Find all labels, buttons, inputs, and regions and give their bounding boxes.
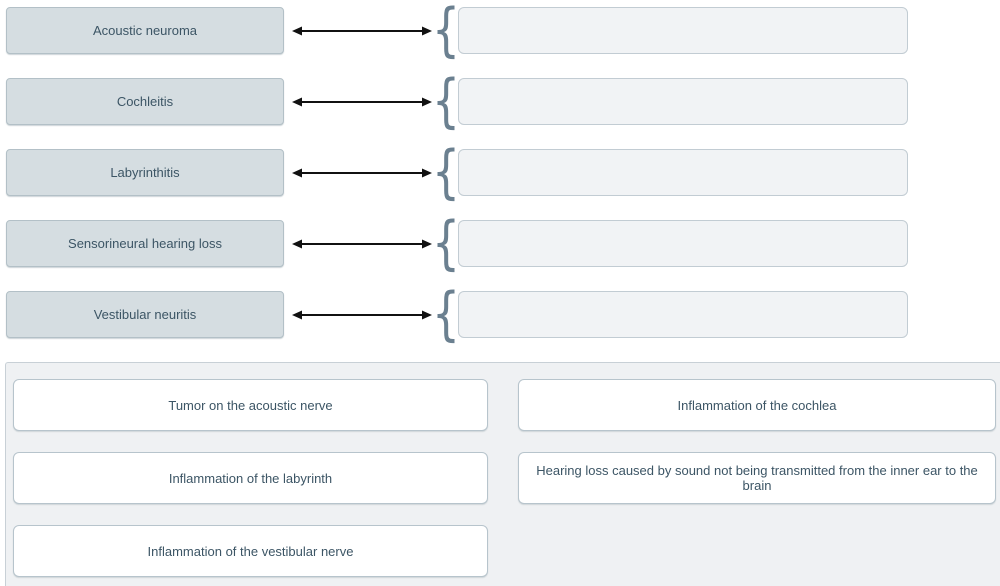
brace-icon: { bbox=[432, 138, 460, 207]
double-arrow-icon bbox=[292, 239, 432, 248]
term-box: Sensorineural hearing loss bbox=[6, 220, 284, 267]
double-arrow-icon bbox=[292, 97, 432, 106]
term-box: Vestibular neuritis bbox=[6, 291, 284, 338]
answer-bank-grid: Tumor on the acoustic nerve Inflammation… bbox=[6, 363, 1000, 577]
double-arrow-icon bbox=[292, 310, 432, 319]
term-label: Cochleitis bbox=[116, 94, 174, 109]
term-label: Vestibular neuritis bbox=[93, 307, 197, 322]
brace-icon: { bbox=[432, 0, 460, 65]
answer-card[interactable]: Inflammation of the cochlea bbox=[518, 379, 996, 431]
brace-icon: { bbox=[432, 67, 460, 136]
brace-icon: { bbox=[432, 280, 460, 349]
term-label: Sensorineural hearing loss bbox=[68, 236, 222, 251]
answer-dropzone[interactable] bbox=[458, 149, 908, 196]
match-row: Sensorineural hearing loss { bbox=[0, 212, 1000, 275]
match-row: Labyrinthitis { bbox=[0, 141, 1000, 204]
term-label: Acoustic neuroma bbox=[92, 23, 198, 38]
term-box: Cochleitis bbox=[6, 78, 284, 125]
answer-card[interactable]: Hearing loss caused by sound not being t… bbox=[518, 452, 996, 504]
match-row: Vestibular neuritis { bbox=[0, 283, 1000, 346]
answer-bank-panel: Tumor on the acoustic nerve Inflammation… bbox=[5, 362, 1000, 586]
match-row: Cochleitis { bbox=[0, 70, 1000, 133]
answer-card[interactable]: Inflammation of the labyrinth bbox=[13, 452, 488, 504]
term-label: Labyrinthitis bbox=[110, 165, 180, 180]
matching-exercise: Acoustic neuroma { Cochleitis { Labyrint… bbox=[0, 0, 1000, 346]
match-row: Acoustic neuroma { bbox=[0, 0, 1000, 62]
brace-icon: { bbox=[432, 209, 460, 278]
answer-card[interactable]: Inflammation of the vestibular nerve bbox=[13, 525, 488, 577]
term-box: Acoustic neuroma bbox=[6, 7, 284, 54]
double-arrow-icon bbox=[292, 26, 432, 35]
double-arrow-icon bbox=[292, 168, 432, 177]
answer-card[interactable]: Tumor on the acoustic nerve bbox=[13, 379, 488, 431]
answer-dropzone[interactable] bbox=[458, 220, 908, 267]
answer-dropzone[interactable] bbox=[458, 78, 908, 125]
term-box: Labyrinthitis bbox=[6, 149, 284, 196]
answer-dropzone[interactable] bbox=[458, 7, 908, 54]
answer-dropzone[interactable] bbox=[458, 291, 908, 338]
